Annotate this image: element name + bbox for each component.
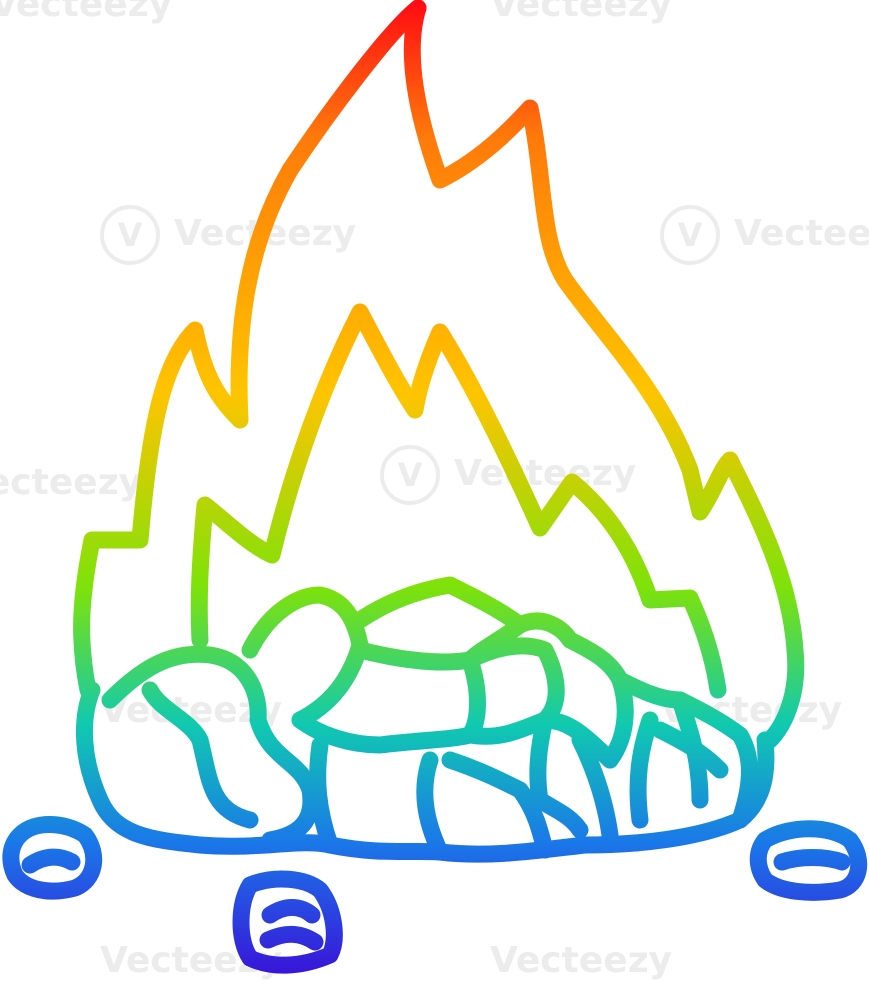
coal-rock (461, 637, 565, 729)
coal-rock (441, 751, 554, 859)
coal-rock (351, 641, 486, 744)
scattered-coal-center-inner (259, 925, 324, 951)
outer-flame-right (403, 0, 805, 749)
coal-rock (291, 711, 619, 769)
coal-rock (611, 671, 758, 829)
scattered-coal-left (2, 816, 103, 900)
scattered-coal-right-inner (773, 849, 851, 871)
inner-flame (190, 303, 727, 699)
coal-rock (651, 721, 729, 779)
coal-rock (511, 612, 634, 769)
outer-flame (73, 0, 427, 699)
coal-rock (241, 586, 369, 729)
scattered-coal-right (749, 820, 868, 901)
coal-rock (309, 736, 339, 854)
coal-rock (571, 731, 619, 844)
coal-rock (101, 645, 320, 849)
coal-pile-outline (76, 681, 775, 863)
scattered-coal-center-inner (261, 899, 321, 924)
coal-rock (416, 751, 449, 861)
scattered-coal-center (232, 870, 343, 974)
coal-rock (141, 681, 259, 829)
coal-rock (629, 711, 659, 829)
coal-rock (529, 711, 589, 839)
scattered-coal-left-inner (21, 848, 81, 874)
